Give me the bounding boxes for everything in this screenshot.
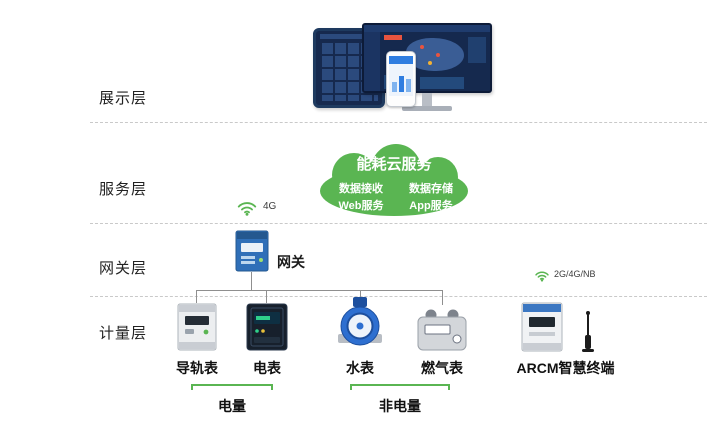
meter-label-water: 水表 xyxy=(346,360,374,376)
cloud-icon xyxy=(320,144,468,216)
monitor-base xyxy=(402,106,452,111)
layer-label-service: 服务层 xyxy=(99,181,148,198)
meter-label-dinrail: 导轨表 xyxy=(176,360,218,376)
water-meter-icon xyxy=(338,297,382,346)
monitor xyxy=(362,23,492,113)
cloud-title: 能耗云服务 xyxy=(356,156,432,173)
energy-meter-icon xyxy=(246,303,288,351)
antenna-icon xyxy=(582,311,594,352)
cloud-item-receive: 数据接收 xyxy=(339,183,383,195)
cloud-item-web: Web服务 xyxy=(338,200,384,212)
gas-meter-icon xyxy=(417,309,467,351)
gateway-device-icon xyxy=(235,230,269,272)
layer-separator xyxy=(90,122,707,123)
meter-label-gas: 燃气表 xyxy=(421,360,463,376)
gateway-label: 网关 xyxy=(277,254,305,270)
phone xyxy=(386,51,416,107)
connector-line xyxy=(266,291,267,303)
cloud-service: 能耗云服务 数据接收 数据存储 Web服务 App服务 xyxy=(310,142,478,218)
arcm-terminal-icon xyxy=(521,302,563,352)
group-label-nonelectric: 非电量 xyxy=(379,398,421,414)
connector-line xyxy=(196,291,197,303)
layer-label-metering: 计量层 xyxy=(99,325,148,342)
monitor-screen xyxy=(362,23,492,93)
layer-label-gateway: 网关层 xyxy=(99,260,148,277)
din-rail-meter-icon xyxy=(177,303,217,351)
wifi-icon xyxy=(237,202,257,216)
wifi-icon xyxy=(535,271,549,282)
arcm-signal-label: 2G/4G/NB xyxy=(554,269,596,279)
tablet-statusbar xyxy=(320,34,378,39)
connector-line xyxy=(251,272,252,291)
connector-bus xyxy=(196,290,443,291)
group-bracket-nonelectric xyxy=(350,384,450,390)
layer-separator xyxy=(90,296,707,297)
group-label-electric: 电量 xyxy=(218,398,246,414)
arcm-label: ARCM智慧终端 xyxy=(516,360,615,376)
cloud-item-app: App服务 xyxy=(409,200,453,212)
layer-separator xyxy=(90,223,707,224)
meter-label-energy: 电表 xyxy=(253,360,281,376)
connector-line xyxy=(442,291,443,305)
cloud-item-store: 数据存储 xyxy=(409,183,453,195)
layer-label-display: 展示层 xyxy=(99,90,148,107)
gateway-signal-label: 4G xyxy=(263,201,277,212)
connector-line xyxy=(360,291,361,298)
group-bracket-electric xyxy=(191,384,273,390)
monitor-stand xyxy=(422,93,432,106)
